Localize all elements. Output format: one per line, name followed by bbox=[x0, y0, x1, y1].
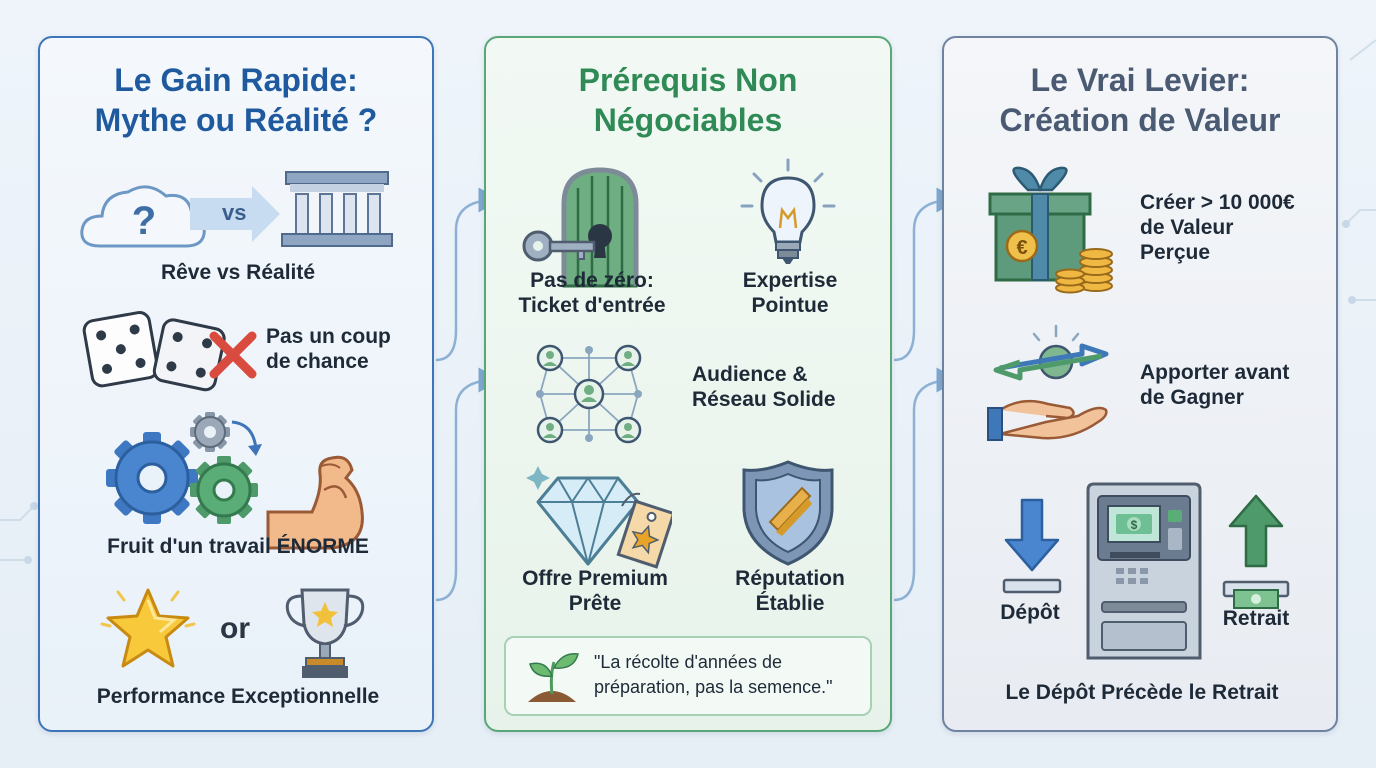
exceptional-performance-label: Performance Exceptionnelle bbox=[96, 685, 380, 708]
or-label: or bbox=[220, 612, 250, 645]
star-icon bbox=[100, 588, 196, 668]
dice-icon bbox=[82, 311, 226, 392]
premium-offer-label: Offre Premium Prête bbox=[522, 567, 668, 615]
lightbulb-icon bbox=[740, 158, 836, 264]
flexed-arm-icon bbox=[266, 455, 364, 550]
arrow-right-icon bbox=[190, 186, 280, 242]
panel-true-lever: Le Vrai Levier: Création de Valeur € Cré… bbox=[942, 36, 1338, 732]
svg-text:?: ? bbox=[132, 199, 156, 243]
audience-network-label: Audience & Réseau Solide bbox=[692, 363, 836, 411]
gears-icon bbox=[106, 412, 262, 524]
entry-ticket-label: Pas de zéro: Ticket d'entrée bbox=[518, 269, 666, 317]
enormous-work-label: Fruit d'un travail ÉNORME bbox=[107, 535, 369, 558]
cloud-question-icon: ? bbox=[80, 185, 206, 248]
harvest-quote-box: "La récolte d'années de préparation, pas… bbox=[504, 636, 872, 716]
panel-prerequisites: Prérequis Non Négociables Pas de zéro: T… bbox=[484, 36, 892, 732]
down-arrow-icon bbox=[1002, 498, 1062, 594]
network-icon bbox=[536, 344, 642, 444]
red-cross-icon bbox=[209, 331, 257, 379]
panel-title-true-lever: Le Vrai Levier: Création de Valeur bbox=[999, 62, 1281, 138]
key-gate-icon bbox=[522, 167, 639, 288]
create-value-label: Créer > 10 000€ de Valeur Perçue bbox=[1140, 191, 1295, 264]
deposit-precedes-withdrawal-label: Le Dépôt Précède le Retrait bbox=[1005, 681, 1279, 704]
shield-icon bbox=[742, 460, 834, 566]
sprout-icon bbox=[528, 653, 579, 702]
deposit-label: Dépôt bbox=[1000, 601, 1060, 624]
bank-building-icon bbox=[281, 171, 393, 247]
diamond-tag-icon bbox=[526, 466, 672, 569]
svg-text:€: € bbox=[1016, 237, 1027, 259]
harvest-quote-text: "La récolte d'années de préparation, pas… bbox=[594, 652, 833, 697]
dream-vs-reality-label: Rêve vs Réalité bbox=[160, 261, 316, 284]
svg-text:$: $ bbox=[1131, 518, 1138, 532]
panel-title-prerequisites: Prérequis Non Négociables bbox=[578, 62, 798, 138]
give-before-gain-label: Apporter avant de Gagner bbox=[1140, 361, 1290, 409]
panel-title-quick-gain: Le Gain Rapide: Mythe ou Réalité ? bbox=[94, 62, 378, 138]
up-arrow-icon bbox=[1222, 494, 1290, 609]
atm-icon: $ bbox=[1086, 482, 1202, 660]
panel-quick-gain: Le Gain Rapide: Mythe ou Réalité ? ? vs … bbox=[38, 36, 434, 732]
vs-label: vs bbox=[222, 200, 247, 225]
withdraw-label: Retrait bbox=[1222, 607, 1290, 630]
established-reputation-label: Réputation Établie bbox=[735, 567, 845, 615]
sharp-expertise-label: Expertise Pointue bbox=[742, 269, 838, 317]
hand-arrows-icon bbox=[987, 324, 1109, 441]
trophy-icon bbox=[285, 588, 365, 678]
not-luck-label: Pas un coup de chance bbox=[266, 325, 391, 373]
gift-coins-icon: € bbox=[988, 166, 1113, 294]
